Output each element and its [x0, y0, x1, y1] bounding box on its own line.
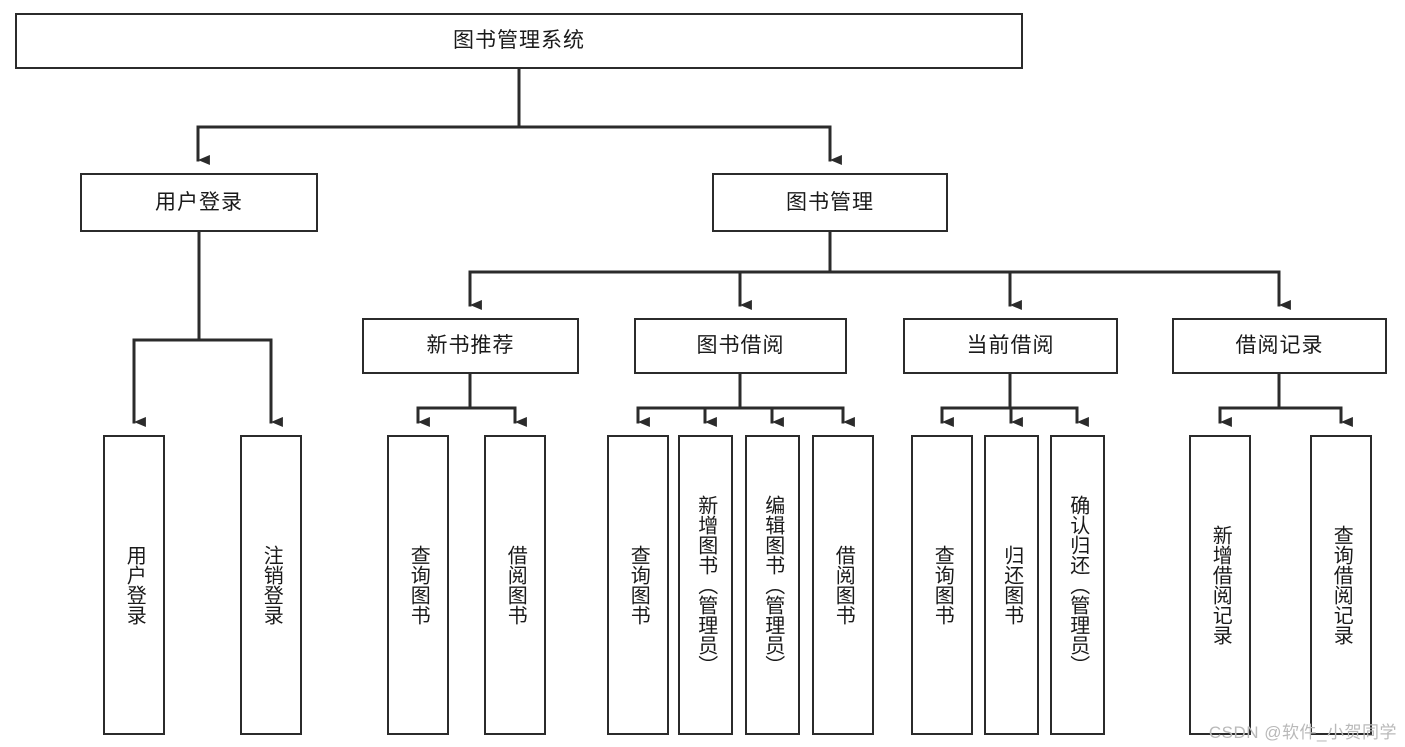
leaf-add-book-admin-label: 新增图书（管理员） — [694, 495, 717, 675]
leaf-borrow-books-recommend-label: 借阅图书 — [504, 545, 527, 625]
leaf-logout[interactable]: 注销登录 — [240, 435, 302, 735]
node-root-system-label: 图书管理系统 — [453, 29, 585, 53]
leaf-query-borrow-record-label: 查询借阅记录 — [1330, 525, 1353, 645]
leaf-query-books-recommend-label: 查询图书 — [407, 545, 430, 625]
node-root-system[interactable]: 图书管理系统 — [15, 13, 1023, 69]
leaf-edit-book-admin-label: 编辑图书（管理员） — [761, 495, 784, 675]
node-new-book-recommend-label: 新书推荐 — [426, 334, 515, 358]
leaf-borrow-books-recommend[interactable]: 借阅图书 — [484, 435, 546, 735]
node-user-login[interactable]: 用户登录 — [80, 173, 318, 232]
leaf-query-books-borrow[interactable]: 查询图书 — [607, 435, 669, 735]
leaf-query-books-borrow-label: 查询图书 — [627, 545, 650, 625]
node-current-borrow[interactable]: 当前借阅 — [903, 318, 1118, 374]
leaf-edit-book-admin[interactable]: 编辑图书（管理员） — [745, 435, 800, 735]
node-book-management[interactable]: 图书管理 — [712, 173, 948, 232]
leaf-return-books-label: 归还图书 — [1000, 545, 1023, 625]
leaf-logout-label: 注销登录 — [260, 545, 283, 625]
leaf-add-borrow-record[interactable]: 新增借阅记录 — [1189, 435, 1251, 735]
node-borrow-records[interactable]: 借阅记录 — [1172, 318, 1387, 374]
leaf-borrow-books-borrow-label: 借阅图书 — [832, 545, 855, 625]
leaf-add-borrow-record-label: 新增借阅记录 — [1209, 525, 1232, 645]
leaf-query-books-current[interactable]: 查询图书 — [911, 435, 973, 735]
node-book-borrow[interactable]: 图书借阅 — [634, 318, 847, 374]
leaf-query-books-current-label: 查询图书 — [931, 545, 954, 625]
node-borrow-records-label: 借阅记录 — [1235, 334, 1324, 358]
csdn-watermark: CSDN @软件_小贺同学 — [1208, 723, 1397, 742]
leaf-confirm-return-admin[interactable]: 确认归还（管理员） — [1050, 435, 1105, 735]
leaf-query-books-recommend[interactable]: 查询图书 — [387, 435, 449, 735]
leaf-user-login-label: 用户登录 — [123, 545, 146, 625]
node-current-borrow-label: 当前借阅 — [966, 334, 1055, 358]
leaf-add-book-admin[interactable]: 新增图书（管理员） — [678, 435, 733, 735]
leaf-query-borrow-record[interactable]: 查询借阅记录 — [1310, 435, 1372, 735]
node-new-book-recommend[interactable]: 新书推荐 — [362, 318, 579, 374]
node-user-login-label: 用户登录 — [155, 190, 243, 214]
leaf-return-books[interactable]: 归还图书 — [984, 435, 1039, 735]
leaf-borrow-books-borrow[interactable]: 借阅图书 — [812, 435, 874, 735]
node-book-borrow-label: 图书借阅 — [696, 334, 785, 358]
node-book-management-label: 图书管理 — [786, 190, 874, 214]
leaf-confirm-return-admin-label: 确认归还（管理员） — [1066, 495, 1089, 675]
leaf-user-login[interactable]: 用户登录 — [103, 435, 165, 735]
